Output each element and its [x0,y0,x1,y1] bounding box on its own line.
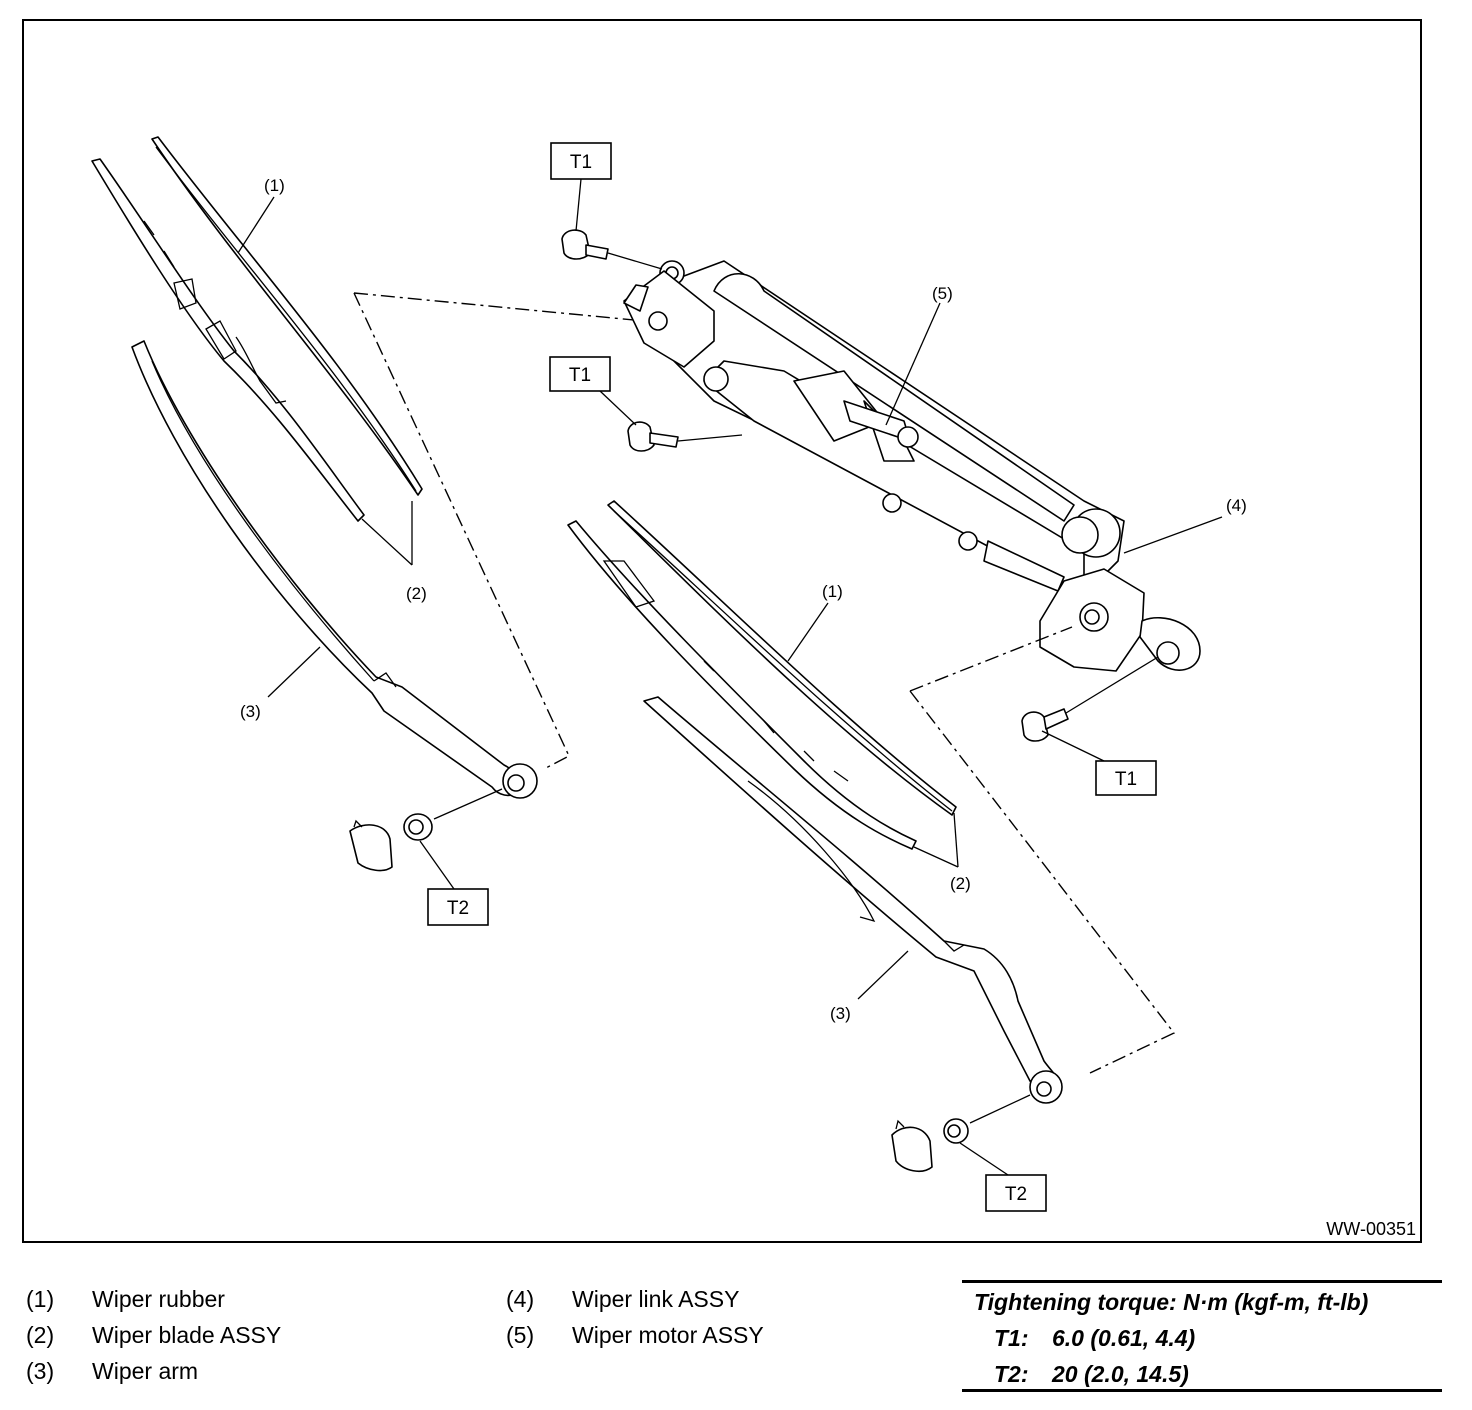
torque-tag-t1-top-label: T1 [570,152,592,173]
legend-text: Wiper link ASSY [572,1286,740,1312]
left-nut-leader [433,788,503,820]
bolt-top-leader [607,252,663,270]
callout-1-left-leader [237,196,275,254]
callout-1-right: (1) [822,582,843,601]
legend-num: (4) [506,1286,535,1312]
legend-text: Wiper blade ASSY [92,1322,282,1348]
parts-legend: (1) Wiper rubber (2) Wiper blade ASSY (3… [0,1280,1472,1410]
torque-tag-t2-left: T2 [419,840,489,926]
callout-2-right-leader-b [913,846,959,868]
right-arm-cap [891,1119,933,1173]
callout-2-left-leader-b [361,518,413,566]
callout-4: (4) [1226,496,1247,515]
callout-2-left: (2) [406,584,427,603]
bolt-right [1021,708,1069,742]
callout-5: (5) [932,284,953,303]
torque-row-t1-label: T1: [994,1325,1029,1351]
right-pivot-plate [1039,568,1201,672]
left-assembly-line [353,292,645,770]
wiper-motor-assy [623,270,919,448]
left-wiper-arm [131,340,538,799]
callout-3-left-leader [267,646,321,698]
legend-num: (1) [26,1286,55,1312]
torque-row-t2-label: T2: [994,1361,1029,1387]
legend-text: Wiper rubber [92,1286,225,1312]
torque-tag-t1-middle: T1 [549,356,637,426]
torque-tag-t1-top: T1 [550,142,612,232]
callout-1-left: (1) [264,176,285,195]
callout-3-right: (3) [830,1004,851,1023]
legend-text: Wiper arm [92,1358,199,1384]
right-arm-nut [943,1118,969,1144]
left-wiper-rubber [151,136,423,496]
callout-2-right-leader-a [953,812,959,868]
callout-2-right: (2) [950,874,971,893]
legend-num: (3) [26,1358,55,1384]
right-wiper-rubber [607,500,957,816]
callout-1-right-leader [787,602,829,662]
legend-num: (5) [506,1322,535,1348]
torque-row-t1-value: 6.0 (0.61, 4.4) [1052,1325,1196,1351]
legend-num: (2) [26,1322,55,1348]
bolt-middle-leader [677,434,743,442]
callout-5-leader [885,302,941,426]
torque-tag-t1-right-label: T1 [1115,769,1137,790]
legend-text: Wiper motor ASSY [572,1322,764,1348]
diagram-canvas: (1) (2) (3) (5) (4) (1) (2) (3) T1 T1 T1… [91,136,1416,1239]
torque-tag-t2-right-label: T2 [1005,1184,1027,1205]
left-wiper-blade-assy [91,158,365,522]
callout-3-right-leader [857,950,909,1000]
bolt-middle [627,421,679,452]
right-nut-leader [969,1094,1031,1124]
left-arm-nut [403,813,433,841]
bolt-top [561,229,609,260]
torque-title: Tightening torque: N·m (kgf-m, ft-lb) [974,1289,1369,1315]
torque-tag-t2-left-label: T2 [447,898,469,919]
exploded-diagram: (1) (2) (3) (5) (4) (1) (2) (3) T1 T1 T1… [22,19,1422,1243]
left-arm-cap [349,819,393,872]
callout-4-leader [1123,516,1223,554]
torque-tag-t1-right: T1 [1041,730,1157,796]
figure-code: WW-00351 [1326,1219,1416,1239]
callout-3-left: (3) [240,702,261,721]
torque-table: Tightening torque: N·m (kgf-m, ft-lb) T1… [962,1280,1442,1392]
torque-tag-t1-middle-label: T1 [569,365,591,386]
right-wiper-arm [643,696,1063,1104]
right-wiper-blade-assy [567,520,917,850]
bolt-right-leader [1065,656,1159,714]
torque-tag-t2-right: T2 [959,1142,1047,1212]
right-assembly-line [909,626,1176,1074]
torque-row-t2-value: 20 (2.0, 14.5) [1052,1361,1189,1387]
